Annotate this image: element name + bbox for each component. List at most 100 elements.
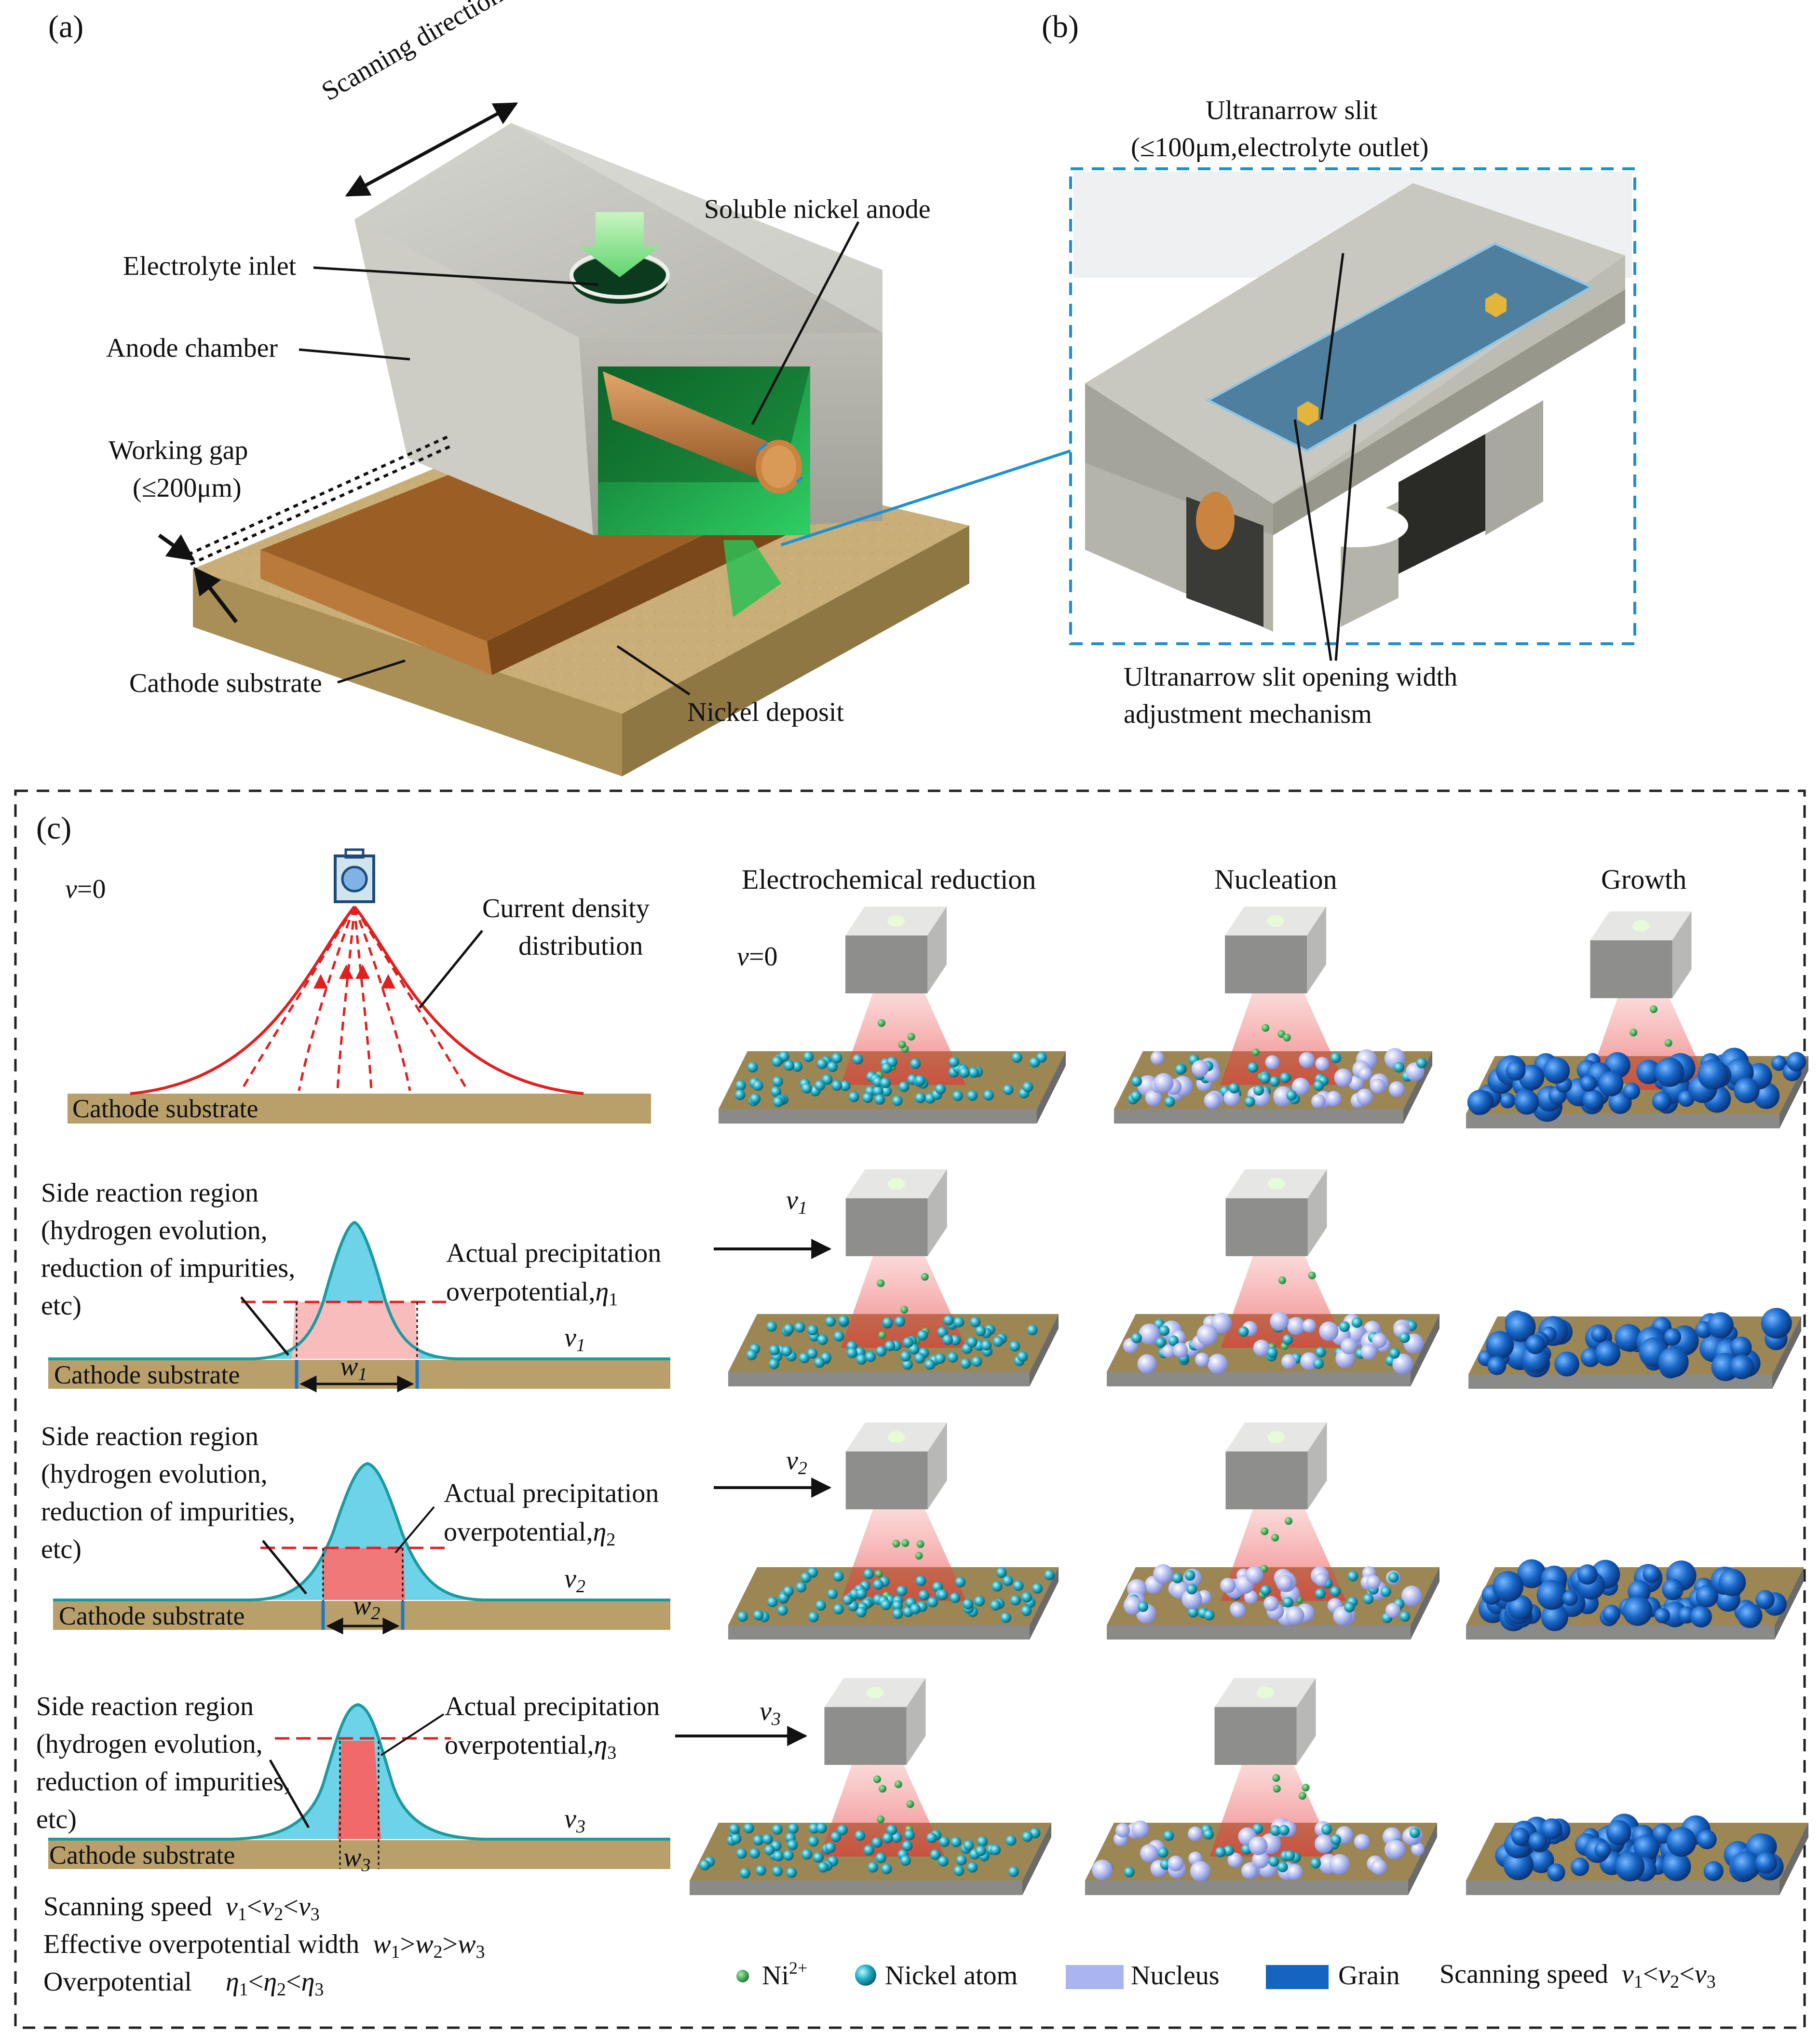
scene-r0-reduction-nickel-atom [750, 1093, 761, 1104]
scene-r1-reduction-nickel-atom [942, 1334, 953, 1345]
scene-r2-growth-grain [1493, 1571, 1523, 1602]
scene-r3-reduction-nickel-atom [886, 1824, 897, 1835]
scene-r1-reduction-beam [841, 1251, 966, 1348]
scene-r2-growth-grain [1541, 1604, 1568, 1631]
scene-r3-reduction-nickel-atom [788, 1823, 799, 1834]
side-reaction-v2-line2: (hydrogen evolution, [41, 1459, 268, 1489]
scene-r0-nucleation-nucleus [1370, 1078, 1385, 1094]
scene-r3-reduction-nickel-atom [772, 1824, 783, 1835]
side-reaction-v1-line4: etc) [41, 1291, 81, 1321]
actual-precipitation-v1-line1: Actual precipitation [446, 1238, 662, 1268]
scene-r3-reduction-nickel-atom [937, 1856, 949, 1867]
scene-r3-reduction-nickel-atom [967, 1862, 978, 1873]
scene-r2-nucleation-plate-side [1411, 1567, 1440, 1640]
scene-r0-reduction-nickel-atom [734, 1089, 746, 1100]
scene-r3-reduction-nickel-atom [882, 1832, 893, 1843]
scene-r3-reduction-nickel-atom [783, 1850, 794, 1861]
scene-r0-growth-head-hole [1632, 920, 1650, 932]
scene-r2-reduction-nickel-atom [777, 1605, 788, 1616]
electrolyte-inlet-label: Electrolyte inlet [123, 251, 297, 281]
scene-r0-reduction-nickel-atom [872, 1085, 883, 1097]
scene-r2-reduction-ion [892, 1540, 900, 1548]
scene-r3-growth-grain [1541, 1818, 1562, 1840]
scene-r0-reduction-nickel-atom [874, 1094, 885, 1105]
scene-r0-nucleation-nickel-atom [1229, 1083, 1240, 1094]
actual-precipitation-v3-line2: overpotential,η3 [445, 1730, 617, 1763]
scene-r1-nucleation-ion [1308, 1271, 1316, 1279]
scene-r0-nucleation-nickel-atom [1286, 1090, 1297, 1101]
scene-r1-reduction-nickel-atom [970, 1316, 981, 1328]
side-reaction-v1-line1: Side reaction region [41, 1178, 258, 1208]
scene-r0-nucleation-nickel-atom [1416, 1057, 1427, 1069]
scene-r1-growth-grain [1505, 1311, 1536, 1342]
scene-r0-reduction-ion [878, 1019, 886, 1027]
scene-r0-reduction-nickel-atom [848, 1091, 859, 1102]
scene-r3-reduction-ion [894, 1780, 902, 1789]
scene-r0-nucleation-plate-front [1114, 1109, 1403, 1124]
profile-v1 [48, 1220, 670, 1393]
scene-r1-nucleation-nucleus [1281, 1354, 1296, 1369]
scene-r1-growth-grain [1525, 1334, 1545, 1355]
scene-r0-nucleation-nickel-atom [1394, 1062, 1405, 1073]
panel-b-tag: (b) [1042, 9, 1079, 44]
scene-r3-reduction-nickel-atom [808, 1836, 819, 1847]
scene-r3-nucleation-nucleus [1168, 1856, 1184, 1871]
scene-r1-reduction-nickel-atom [1017, 1351, 1028, 1362]
scene-r3-reduction-nickel-atom [875, 1852, 886, 1863]
scene-r2-growth-grain [1517, 1559, 1546, 1588]
scene-r3-nucleation-nucleus [1287, 1864, 1303, 1881]
scene-r0-reduction-nickel-atom [1003, 1084, 1014, 1095]
scene-r2-growth-grain [1718, 1569, 1746, 1596]
scene-r0-growth-head-side [1672, 911, 1692, 998]
scene-r2-growth-grain [1536, 1580, 1567, 1610]
scene-r2-reduction-nickel-atom [796, 1582, 807, 1593]
scene-r2-nucleation-nucleus [1230, 1602, 1246, 1618]
scene-r0-reduction-head-hole [887, 915, 905, 927]
scene-r1-reduction-nickel-atom [783, 1323, 794, 1334]
scene-r3-reduction-nickel-atom [825, 1842, 836, 1853]
scene-r3-reduction-head-front [824, 1707, 907, 1765]
scene-r2-nucleation-nucleus [1246, 1566, 1263, 1584]
column-header-reduction: Electrochemical reduction [742, 864, 1036, 895]
scene-r1-nucleation-nucleus [1372, 1333, 1387, 1348]
scene-r3-growth-plate-side [1779, 1823, 1808, 1895]
scene-r2-reduction-nickel-atom [915, 1575, 926, 1586]
legend-markers [736, 1965, 1329, 1989]
scene-r0-reduction-nickel-atom [831, 1080, 842, 1091]
scene-r0-nucleation-nickel-atom [1248, 1062, 1259, 1073]
scene-r3-reduction-nickel-atom [881, 1863, 892, 1874]
w1-label: w1 [340, 1352, 367, 1384]
scene-r1-nucleation-nucleus [1287, 1317, 1305, 1335]
scene-r1-reduction-nickel-atom [781, 1345, 792, 1356]
scene-r0-nucleation-nucleus [1273, 1086, 1293, 1106]
scene-r3-nucleation-ion [1273, 1785, 1281, 1793]
scene-r0-nucleation-ion [1251, 1048, 1260, 1057]
scene-r2-reduction-nickel-atom [783, 1586, 794, 1597]
scene-r1-nucleation-nickel-atom [1389, 1348, 1400, 1359]
legend-grain: Grain [1338, 1961, 1400, 1991]
scene-r0-growth-grain [1543, 1057, 1570, 1084]
scene-r2-nucleation-nickel-atom [1330, 1586, 1341, 1597]
scene-r3-growth-grain [1547, 1863, 1565, 1882]
scene-r2-nucleation-nucleus [1401, 1586, 1422, 1606]
scene-r2-reduction-nickel-atom [1013, 1580, 1024, 1591]
profile-v3 [48, 1703, 670, 1869]
scene-r2-growth-grain [1696, 1585, 1718, 1608]
scene-r2-reduction-nickel-atom [881, 1599, 892, 1611]
scene-r0-reduction-nickel-atom [840, 1080, 851, 1091]
scene-r3-nucleation-nucleus [1329, 1854, 1350, 1875]
scene-r1-nucleation-ion [1278, 1276, 1286, 1285]
scene-r2-growth-grain [1643, 1565, 1661, 1583]
scene-r3-nucleation-nickel-atom [1321, 1824, 1332, 1835]
scene-r0-nucleation-nucleus [1348, 1075, 1364, 1091]
scene-r3-reduction-nickel-atom [830, 1831, 842, 1843]
scene-r1-reduction-nickel-atom [947, 1352, 958, 1363]
scene-r0-growth-grain [1580, 1075, 1597, 1092]
scene-r1-reduction-nickel-atom [825, 1316, 836, 1327]
scene-r0-growth-plate-side [1779, 1056, 1808, 1128]
side-reaction-v3-line4: etc) [36, 1804, 77, 1834]
scene-r2-reduction-nickel-atom [753, 1610, 764, 1621]
scene-r0-reduction-nickel-atom [852, 1054, 863, 1065]
scene-r2-reduction-nickel-atom [892, 1600, 903, 1611]
scene-r3-reduction-nickel-atom [953, 1865, 964, 1876]
